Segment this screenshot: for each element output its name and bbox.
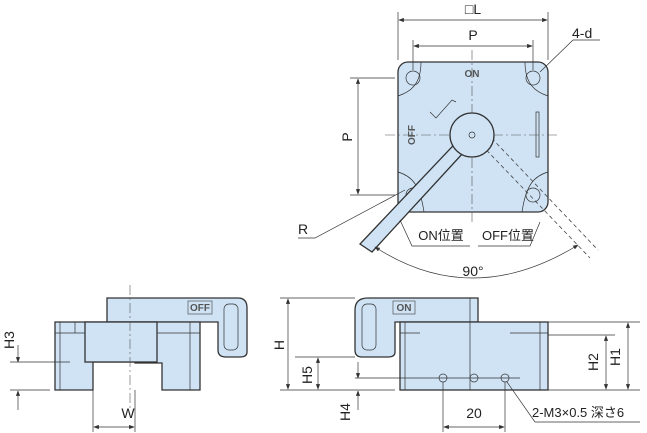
holes-callout: 4-d [572, 25, 592, 41]
on-marking: ON [397, 303, 412, 314]
tapped-holes-callout: 2-M3×0.5 深さ6 [532, 405, 624, 420]
top-view: ON OFF □L P P 4-d R ON位置 OFF位置 90° [298, 1, 600, 279]
on-position-label: ON位置 [418, 228, 464, 243]
off-position-label: OFF位置 [482, 228, 534, 243]
dim-P-horizontal-label: P [468, 27, 477, 43]
dim-H1-label: H1 [607, 348, 623, 366]
dim-H4-label: H4 [337, 403, 353, 421]
side-view-left: OFF H3 W [1, 285, 248, 432]
on-marking: ON [465, 69, 480, 80]
dim-L-label: □L [465, 1, 481, 17]
lever [354, 297, 479, 358]
side-view-right: ON H H5 H4 H2 H1 20 2-M3×0.5 深さ6 [271, 297, 640, 432]
radius-label: R [298, 221, 308, 237]
dim-H-label: H [271, 340, 287, 350]
knob [449, 112, 495, 158]
off-marking: OFF [407, 125, 418, 145]
dim-H2-label: H2 [585, 353, 601, 371]
dim-H3-label: H3 [1, 331, 17, 349]
angle-label: 90° [462, 263, 483, 279]
slot [535, 111, 540, 158]
dim-pitch-label: 20 [466, 405, 482, 421]
dim-H5-label: H5 [299, 366, 315, 384]
off-position-handle [471, 127, 599, 259]
off-marking: OFF [190, 303, 210, 314]
body [399, 321, 549, 391]
dim-P-vertical-label: P [339, 132, 355, 141]
rotation-arrow-icon [429, 99, 457, 119]
dim-W-label: W [121, 405, 135, 421]
